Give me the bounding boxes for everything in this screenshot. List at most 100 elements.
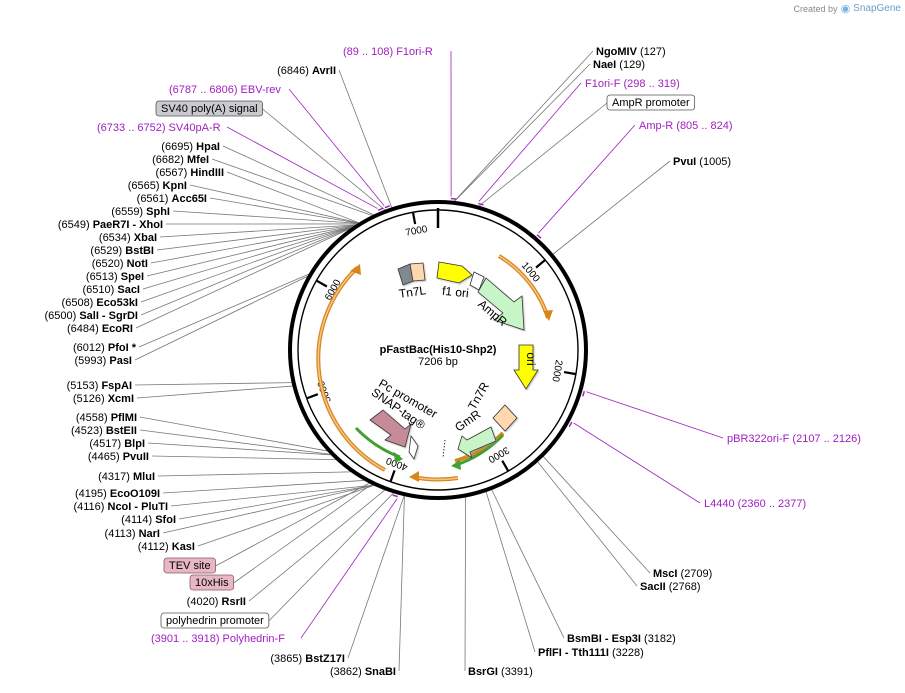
enzyme-label[interactable]: (6559) SphI (111, 206, 170, 218)
enzyme-name: SacI (117, 284, 140, 296)
enzyme-label[interactable]: NgoMIV (127) (596, 46, 666, 58)
enzyme-label[interactable]: (6682) MfeI (152, 154, 209, 166)
enzyme-label[interactable]: (6549) PaeR7I - XhoI (58, 219, 163, 231)
enzyme-label[interactable]: (4317) MluI (98, 471, 155, 483)
enzyme-label[interactable]: PflFI - Tth111I (3228) (538, 647, 644, 659)
enzyme-site-xbai[interactable]: (6534) XbaI (99, 232, 157, 244)
enzyme-label[interactable]: (4195) EcoO109I (75, 488, 160, 500)
feature-box-10xhis[interactable]: 10xHis (190, 575, 234, 590)
enzyme-site-fspai[interactable]: (5153) FspAI (67, 380, 132, 392)
enzyme-site-hpai[interactable]: (6695) HpaI (161, 141, 220, 153)
primer-label[interactable]: (89 .. 108) F1ori-R (343, 46, 433, 58)
enzyme-label[interactable]: (6565) KpnI (128, 180, 187, 192)
enzyme-site-noti[interactable]: (6520) NotI (92, 258, 148, 270)
enzyme-label[interactable]: (6500) SalI - SgrDI (44, 310, 138, 322)
enzyme-site-pfoi[interactable]: (6012) PfoI * (73, 342, 137, 354)
enzyme-site-ecoo109i[interactable]: (4195) EcoO109I (75, 488, 160, 500)
enzyme-label[interactable]: (3862) SnaBI (330, 666, 396, 678)
enzyme-label[interactable]: (4465) PvuII (88, 451, 149, 463)
enzyme-site-ecori[interactable]: (6484) EcoRI (67, 323, 133, 335)
enzyme-label[interactable]: (3865) BstZ17I (270, 653, 345, 665)
primer-label[interactable]: Amp-R (805 .. 824) (639, 120, 733, 132)
enzyme-site-pasi[interactable]: (5993) PasI (75, 355, 133, 367)
enzyme-site-sacii[interactable]: SacII (2768) (640, 581, 701, 593)
enzyme-label[interactable]: (6567) HindIII (156, 167, 224, 179)
primer-label[interactable]: (6787 .. 6806) EBV-rev (169, 84, 281, 96)
enzyme-label[interactable]: (5126) XcmI (73, 393, 134, 405)
enzyme-label[interactable]: (4116) NcoI - PluTI (73, 501, 168, 513)
enzyme-label[interactable]: (5993) PasI (75, 355, 133, 367)
feature-box-sv40-poly-a-signal[interactable]: SV40 poly(A) signal (156, 101, 263, 116)
enzyme-site-nari[interactable]: (4113) NarI (105, 528, 160, 540)
enzyme-label[interactable]: (4558) PflMI (76, 412, 137, 424)
primer-label[interactable]: L4440 (2360 .. 2377) (704, 498, 806, 510)
enzyme-label[interactable]: (6510) SacI (83, 284, 141, 296)
enzyme-label[interactable]: (4112) KasI (138, 541, 195, 553)
primer-label[interactable]: pBR322ori-F (2107 .. 2126) (727, 433, 861, 445)
enzyme-label[interactable]: (4523) BstEII (71, 425, 137, 437)
enzyme-label[interactable]: (6534) XbaI (99, 232, 157, 244)
enzyme-label[interactable]: (4517) BlpI (89, 438, 145, 450)
primer-label[interactable]: (3901 .. 3918) Polyhedrin-F (151, 633, 285, 645)
enzyme-site-sphi[interactable]: (6559) SphI (111, 206, 170, 218)
enzyme-site-mlui[interactable]: (4317) MluI (98, 471, 155, 483)
enzyme-label[interactable]: NaeI (129) (593, 59, 645, 71)
feature-f1-ori[interactable] (437, 262, 472, 283)
enzyme-site-pvuii[interactable]: (4465) PvuII (88, 451, 149, 463)
enzyme-site-sfoi[interactable]: (4114) SfoI (121, 514, 176, 526)
enzyme-site-bsmbi[interactable]: BsmBI - Esp3I (3182) (567, 633, 676, 645)
enzyme-site-saci[interactable]: (6510) SacI (83, 284, 141, 296)
enzyme-label[interactable]: (6508) Eco53kI (62, 297, 138, 309)
enzyme-label[interactable]: (6513) SpeI (86, 271, 144, 283)
enzyme-site-mfei[interactable]: (6682) MfeI (152, 154, 209, 166)
enzyme-label[interactable]: BsrGI (3391) (468, 666, 533, 678)
enzyme-site-acc65i[interactable]: (6561) Acc65I (137, 193, 207, 205)
enzyme-site-eco53ki[interactable]: (6508) Eco53kI (62, 297, 138, 309)
enzyme-site-snabi[interactable]: (3862) SnaBI (330, 666, 396, 678)
enzyme-site-pflfi[interactable]: PflFI - Tth111I (3228) (538, 647, 644, 659)
enzyme-label[interactable]: (6695) HpaI (161, 141, 220, 153)
enzyme-label[interactable]: (6529) BstBI (90, 245, 154, 257)
enzyme-site-ncoi[interactable]: (4116) NcoI - PluTI (73, 501, 168, 513)
enzyme-site-rsrii[interactable]: (4020) RsrII (187, 596, 246, 608)
enzyme-site-bstz17i[interactable]: (3865) BstZ17I (270, 653, 345, 665)
enzyme-label[interactable]: (5153) FspAI (67, 380, 132, 392)
enzyme-site-xcmi[interactable]: (5126) XcmI (73, 393, 134, 405)
enzyme-site-kpni[interactable]: (6565) KpnI (128, 180, 187, 192)
enzyme-label[interactable]: (4113) NarI (105, 528, 160, 540)
enzyme-site-avrii[interactable]: (6846) AvrII (277, 65, 336, 77)
enzyme-label[interactable]: (6484) EcoRI (67, 323, 133, 335)
enzyme-site-bstbi[interactable]: (6529) BstBI (90, 245, 154, 257)
enzyme-label[interactable]: MscI (2709) (653, 568, 712, 580)
feature-pc-promoter[interactable] (409, 436, 418, 459)
feature-box-tev-site[interactable]: TEV site (164, 558, 216, 573)
enzyme-label[interactable]: (6520) NotI (92, 258, 148, 270)
enzyme-site-pflmi[interactable]: (4558) PflMI (76, 412, 137, 424)
primer-label[interactable]: F1ori-F (298 .. 319) (585, 78, 680, 90)
enzyme-label[interactable]: BsmBI - Esp3I (3182) (567, 633, 676, 645)
enzyme-site-blpi[interactable]: (4517) BlpI (89, 438, 145, 450)
enzyme-site-spei[interactable]: (6513) SpeI (86, 271, 144, 283)
feature-tn7l[interactable] (410, 263, 425, 281)
enzyme-site-pvui[interactable]: PvuI (1005) (673, 156, 731, 168)
enzyme-site-bsrgi[interactable]: BsrGI (3391) (468, 666, 533, 678)
enzyme-site-msci[interactable]: MscI (2709) (653, 568, 712, 580)
enzyme-site-paer7i[interactable]: (6549) PaeR7I - XhoI (58, 219, 163, 231)
feature-box-polyhedrin-promoter[interactable]: polyhedrin promoter (161, 613, 269, 628)
enzyme-label[interactable]: (4020) RsrII (187, 596, 246, 608)
enzyme-label[interactable]: (6846) AvrII (277, 65, 336, 77)
enzyme-label[interactable]: SacII (2768) (640, 581, 701, 593)
enzyme-label[interactable]: (6012) PfoI * (73, 342, 137, 354)
feature-box-ampr-promoter[interactable]: AmpR promoter (607, 95, 695, 110)
enzyme-label[interactable]: (4114) SfoI (121, 514, 176, 526)
enzyme-site-ngomiv[interactable]: NgoMIV (127) (596, 46, 666, 58)
enzyme-label[interactable]: PvuI (1005) (673, 156, 731, 168)
primer-label[interactable]: (6733 .. 6752) SV40pA-R (97, 122, 221, 134)
enzyme-site-kasi[interactable]: (4112) KasI (138, 541, 195, 553)
enzyme-label[interactable]: (6561) Acc65I (137, 193, 207, 205)
feature-tn7r[interactable] (493, 405, 517, 431)
enzyme-site-hindiii[interactable]: (6567) HindIII (156, 167, 224, 179)
enzyme-site-sali[interactable]: (6500) SalI - SgrDI (44, 310, 138, 322)
enzyme-site-naei[interactable]: NaeI (129) (593, 59, 645, 71)
enzyme-site-bsteii[interactable]: (4523) BstEII (71, 425, 137, 437)
